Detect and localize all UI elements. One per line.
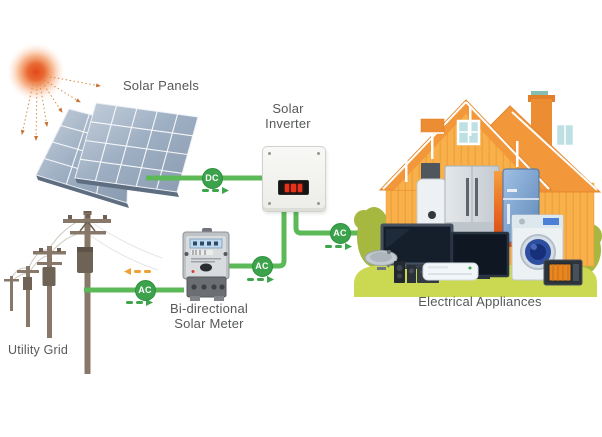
solar-meter-label-line2: Solar Meter [174, 316, 244, 331]
electrical-appliances-label: Electrical Appliances [418, 294, 542, 309]
microwave [543, 259, 583, 286]
air-conditioner [422, 262, 479, 281]
ac-line-inverter-to-meter [229, 208, 287, 269]
solar-inverter-illustration [262, 146, 326, 212]
satellite-dish [364, 250, 398, 270]
utility-pole-tall [63, 211, 111, 374]
sun-icon [6, 42, 101, 141]
screw-icon [268, 202, 271, 205]
roof-dormer [420, 118, 445, 134]
inverter-display [278, 180, 309, 195]
flow-arrow-dc [202, 187, 229, 194]
utility-pole-small-2 [4, 276, 19, 311]
utility-pole-small [17, 266, 39, 327]
utility-grid-illustration [4, 211, 163, 374]
solar-panel-front [74, 102, 199, 197]
solar-meter-illustration [182, 228, 230, 301]
screw-icon [317, 202, 320, 205]
ac-badge-grid-meter: AC [134, 279, 156, 301]
flow-arrow-import-from-grid [126, 299, 153, 306]
solar-inverter-label-line1: Solar [272, 101, 304, 116]
roof-trim-drips [405, 106, 519, 182]
flow-arrow-export-to-grid [124, 268, 151, 275]
utility-grid-label: Utility Grid [8, 343, 69, 357]
house-illustration [354, 91, 602, 297]
sun-rays [20, 75, 101, 141]
ac-line-inverter-to-house [293, 208, 372, 236]
solar-panels-label: Solar Panels [122, 78, 200, 93]
screw-icon [317, 152, 320, 155]
dc-badge: DC [201, 167, 223, 189]
ac-badge-meter-inverter: AC [251, 255, 273, 277]
gable-window [456, 119, 481, 146]
ac-badge-inverter-house: AC [329, 222, 351, 244]
flow-arrow-meter-inverter [247, 276, 274, 283]
solar-inverter-label-line2: Inverter [265, 116, 311, 131]
utility-pole-medium [33, 246, 66, 338]
appliances [364, 163, 583, 286]
flow-arrow-to-house [325, 243, 352, 250]
roof-window [554, 122, 576, 148]
screw-icon [268, 152, 271, 155]
solar-meter-label-line1: Bi-directional [170, 301, 248, 316]
solar-panels-illustration [35, 102, 199, 208]
solar-inverter-label: Solar Inverter [248, 101, 328, 131]
solar-meter-label: Bi-directional Solar Meter [147, 301, 271, 331]
meter-lcd [189, 238, 223, 249]
